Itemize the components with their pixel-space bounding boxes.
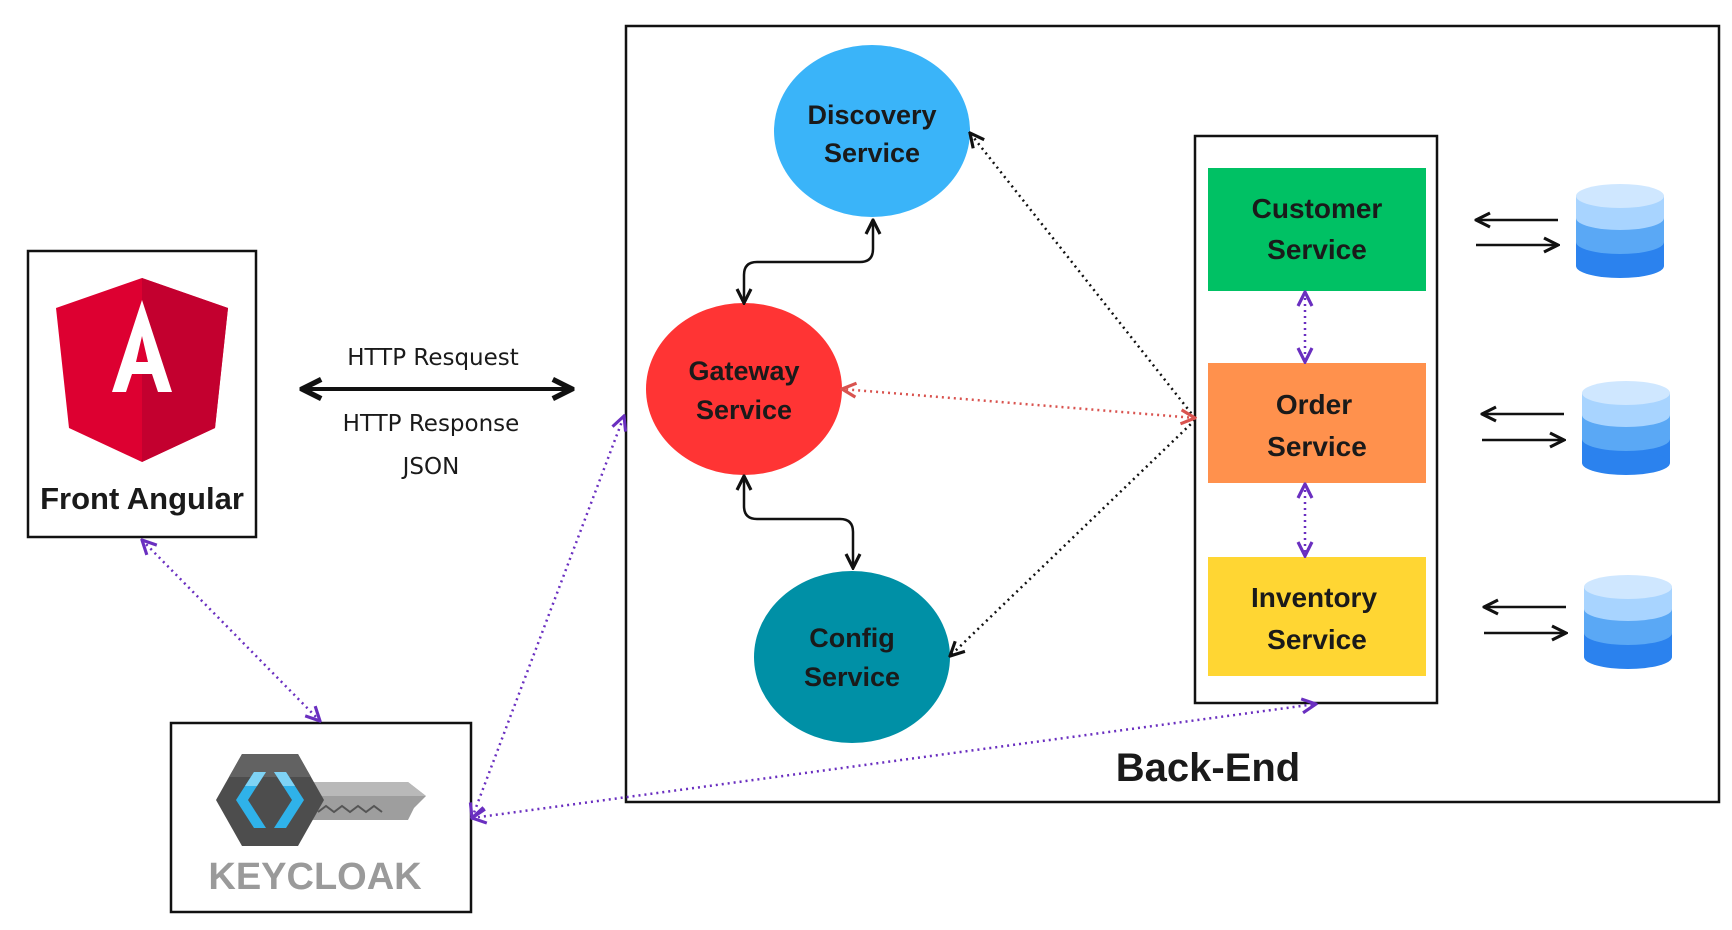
keycloak-key-icon (216, 754, 426, 846)
order-service-line1: Order (1276, 389, 1352, 420)
config-service-line2: Service (804, 662, 900, 692)
discovery-service-line1: Discovery (807, 100, 936, 130)
discovery-service-line2: Service (824, 138, 920, 168)
discovery-service-node[interactable]: Discovery Service (774, 45, 970, 217)
inventory-service-node[interactable]: Inventory Service (1208, 557, 1426, 676)
gateway-discovery-link (744, 220, 873, 303)
keycloak-backend-link (472, 416, 624, 818)
customer-service-node[interactable]: Customer Service (1208, 168, 1426, 291)
database-icon (1582, 381, 1670, 475)
order-discovery-link (970, 133, 1196, 419)
order-service-line2: Service (1267, 431, 1367, 462)
order-service-node[interactable]: Order Service (1208, 363, 1426, 483)
customer-service-line2: Service (1267, 234, 1367, 265)
gateway-service-line1: Gateway (688, 356, 799, 386)
front-angular-box[interactable]: A Front Angular (26, 249, 258, 539)
order-gateway-link (842, 389, 1195, 418)
gateway-service-node[interactable]: Gateway Service (646, 303, 842, 475)
keycloak-label: KEYCLOAK (208, 856, 422, 898)
gateway-service-line2: Service (696, 395, 792, 425)
inventory-db-arrows (1484, 607, 1566, 633)
http-request-label: HTTP Resquest (347, 345, 519, 371)
order-db-arrows (1482, 414, 1564, 440)
database-icon (1576, 184, 1664, 278)
keycloak-box[interactable]: KEYCLOAK (169, 721, 473, 914)
keycloak-microservices-link (472, 704, 1316, 818)
front-angular-label: Front Angular (40, 481, 244, 516)
config-service-line1: Config (809, 623, 894, 653)
inventory-service-line2: Service (1267, 624, 1367, 655)
customer-db-arrows (1476, 220, 1558, 245)
http-json-label: JSON (401, 454, 460, 480)
http-response-label: HTTP Response (343, 411, 520, 437)
order-config-link (950, 419, 1196, 656)
database-icon (1584, 575, 1672, 669)
inventory-service-line1: Inventory (1251, 582, 1377, 613)
angular-keycloak-link (142, 540, 320, 721)
angular-logo-icon (56, 278, 228, 462)
config-service-node[interactable]: Config Service (754, 571, 950, 743)
backend-label: Back-End (1116, 746, 1301, 790)
gateway-config-link (744, 476, 853, 568)
customer-service-line1: Customer (1252, 193, 1383, 224)
